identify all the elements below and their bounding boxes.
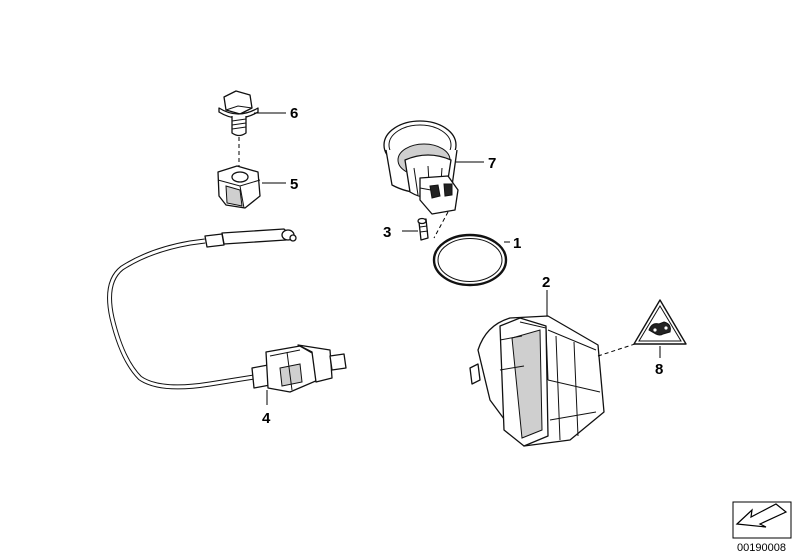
callout-2: 2 bbox=[542, 274, 550, 291]
round-housing-drawing bbox=[383, 120, 459, 215]
small-pin-drawing bbox=[417, 217, 429, 241]
clip-nut-drawing bbox=[217, 165, 261, 209]
orientation-arrow-box bbox=[732, 501, 792, 539]
dashed-link-label bbox=[597, 342, 639, 357]
o-ring-drawing bbox=[432, 233, 508, 287]
dashed-axis-housing bbox=[433, 211, 449, 239]
warning-label-drawing bbox=[633, 299, 687, 345]
document-number: 00190008 bbox=[737, 542, 786, 554]
callout-1: 1 bbox=[513, 235, 521, 252]
cable-connector-drawing bbox=[107, 228, 347, 393]
callout-6: 6 bbox=[290, 105, 298, 122]
direction-arrow-icon bbox=[735, 503, 788, 528]
bolt-drawing bbox=[218, 90, 259, 137]
module-housing-drawing bbox=[469, 315, 605, 447]
callout-8: 8 bbox=[655, 361, 663, 378]
callout-5: 5 bbox=[290, 176, 298, 193]
callout-7: 7 bbox=[488, 155, 496, 172]
callout-4: 4 bbox=[262, 410, 271, 427]
callout-3: 3 bbox=[383, 224, 391, 241]
